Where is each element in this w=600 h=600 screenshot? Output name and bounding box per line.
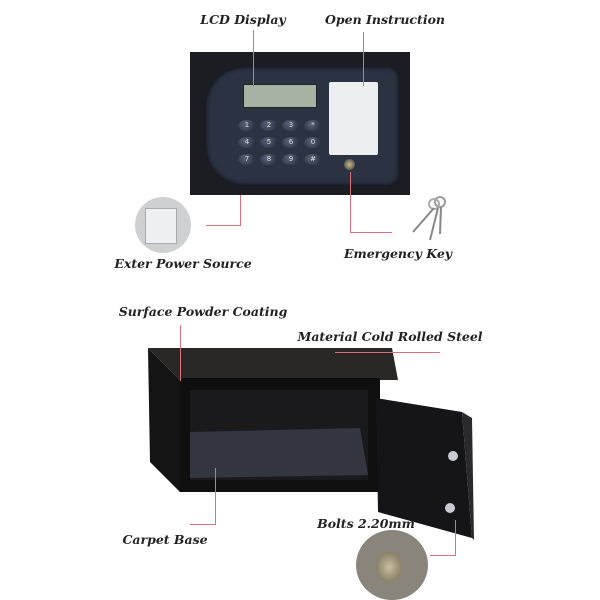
label-carpet-base: Carpet Base bbox=[122, 532, 208, 547]
keypad-key: 2 bbox=[260, 120, 278, 131]
keypad-key: # bbox=[304, 154, 322, 165]
label-emergency-key: Emergency Key bbox=[343, 246, 453, 261]
label-exter-power-source: Exter Power Source bbox=[114, 256, 252, 271]
label-open-instruction: Open Instruction bbox=[324, 12, 446, 27]
power-source-inset bbox=[135, 197, 191, 253]
key-lock bbox=[344, 159, 355, 170]
instruction-card bbox=[329, 82, 378, 155]
keypad-key: 9 bbox=[282, 154, 300, 165]
keypad-key: 8 bbox=[260, 154, 278, 165]
label-surface-powder-coating: Surface Powder Coating bbox=[118, 304, 288, 319]
emergency-keys-icon bbox=[412, 196, 446, 241]
keypad-key: 0 bbox=[304, 137, 322, 148]
bolt-closeup-inset bbox=[356, 530, 428, 600]
keypad-key: 3 bbox=[282, 120, 300, 131]
label-bolts: Bolts 2.20mm bbox=[317, 516, 415, 531]
keypad-key: 6 bbox=[282, 137, 300, 148]
keypad-key: 7 bbox=[238, 154, 256, 165]
lcd-screen bbox=[243, 84, 317, 108]
keypad-key: 5 bbox=[260, 137, 278, 148]
keypad-key: 1 bbox=[238, 120, 256, 131]
label-material: Material Cold Rolled Steel bbox=[297, 329, 483, 344]
label-lcd-display: LCD Display bbox=[200, 12, 286, 27]
keypad-key: * bbox=[304, 120, 322, 131]
keypad-key: 4 bbox=[238, 137, 256, 148]
